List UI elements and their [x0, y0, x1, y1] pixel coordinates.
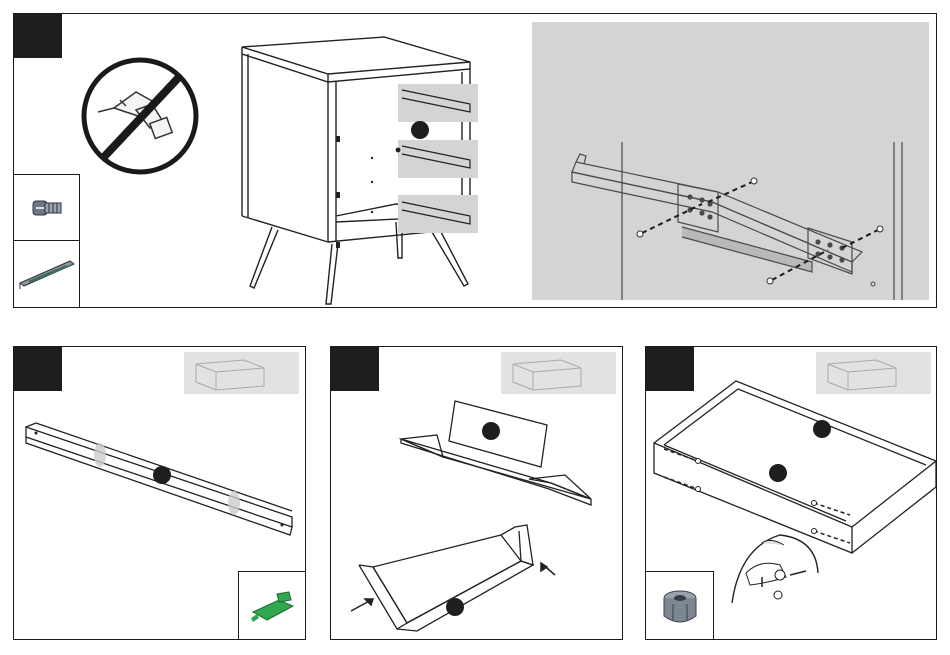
step-number-box: [331, 347, 379, 391]
no-power-drill-icon: [78, 54, 202, 178]
wood-glue-icon: [249, 590, 299, 626]
step-number-box: [14, 14, 62, 58]
drawer-back-panel-drawing: [22, 407, 302, 557]
step-panel-bottom-middle: [330, 346, 623, 640]
step-panel-bottom-left: [13, 346, 306, 640]
cam-lock-icon: [659, 586, 701, 628]
drawer-assembly-drawing: [351, 395, 611, 635]
drawer-thumbnail-icon: [501, 352, 616, 394]
step-panel-top: [13, 13, 937, 308]
nightstand-cabinet-drawing: [236, 32, 486, 307]
glue-box: [238, 571, 306, 640]
drawer-slide-icon: [18, 255, 76, 291]
hardware-drawer-slide-box: [13, 240, 80, 308]
step-number-box: [14, 347, 62, 391]
cam-lock-box: [645, 571, 714, 640]
hardware-cam-bolt-box: [13, 174, 80, 242]
step-panel-bottom-right: [645, 346, 937, 640]
cam-bolt-icon: [31, 193, 65, 223]
drawer-thumbnail-icon: [184, 352, 299, 394]
part-marker: [411, 121, 429, 139]
drawer-slide-detail-view: [532, 22, 929, 300]
